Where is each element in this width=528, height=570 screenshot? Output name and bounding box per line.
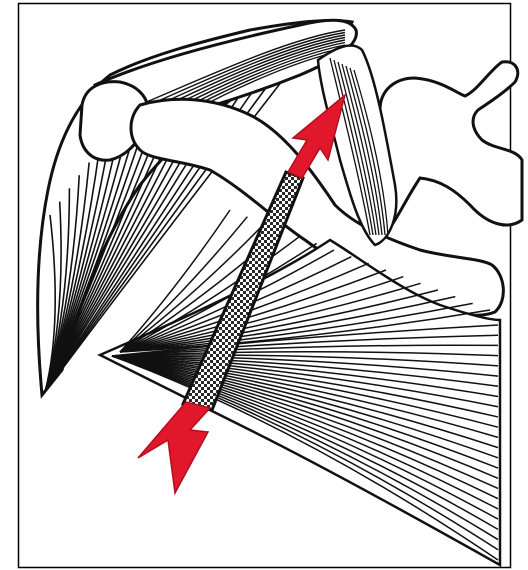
lower-red-arrow (138, 402, 210, 493)
